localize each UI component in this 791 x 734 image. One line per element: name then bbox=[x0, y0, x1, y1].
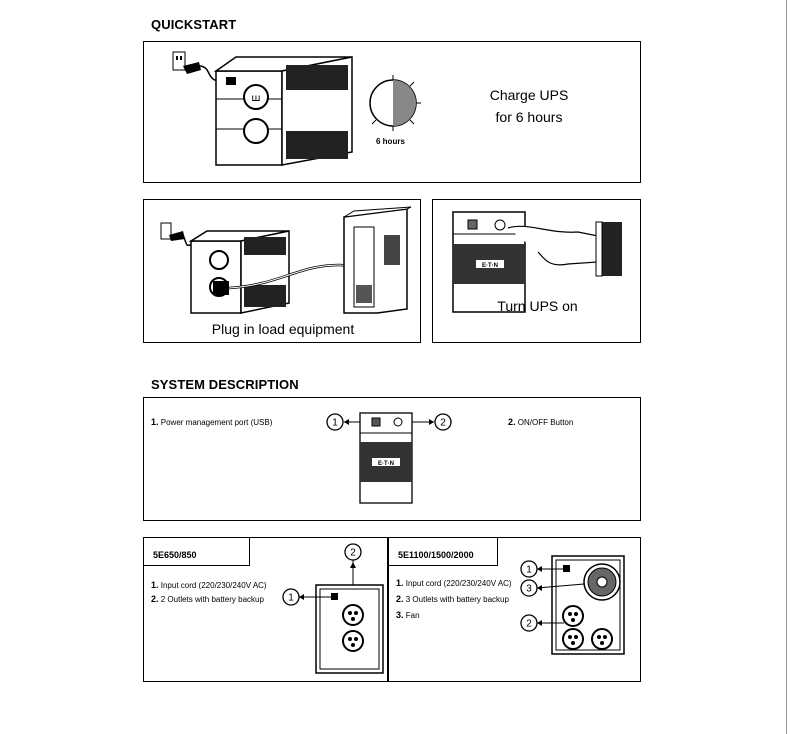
front-item-2: 2. ON/OFF Button bbox=[508, 417, 573, 428]
model-divider bbox=[387, 538, 389, 681]
large-item-2-text: 3 Outlets with battery backup bbox=[405, 595, 509, 604]
front-callout-2: 2 bbox=[440, 418, 446, 429]
model-small-tab bbox=[144, 538, 250, 566]
model-panels: 5E650/850 5E1100/1500/2000 1. Input cord… bbox=[143, 537, 641, 682]
ups-front-power-button-illustration: E·T·N bbox=[452, 211, 622, 313]
small-item-1-num: 1. bbox=[151, 580, 159, 590]
small-item-2-num: 2. bbox=[151, 594, 159, 604]
model-small-title: 5E650/850 bbox=[153, 550, 197, 560]
large-item-3: 3. Fan bbox=[396, 610, 420, 621]
front-item-2-num: 2. bbox=[508, 417, 516, 427]
charge-instruction: Charge UPS for 6 hours bbox=[464, 84, 594, 128]
front-item-2-text: ON/OFF Button bbox=[517, 418, 574, 427]
model-large-tab bbox=[387, 538, 498, 566]
quickstart-step-plug-in: Plug in load equipment bbox=[143, 199, 421, 343]
clock-label: 6 hours bbox=[376, 137, 405, 146]
large-item-2-num: 2. bbox=[396, 594, 404, 604]
plug-in-caption: Plug in load equipment bbox=[211, 321, 355, 337]
quickstart-step-charge: ꟺ 6 hours Charge UPS for 6 hours bbox=[143, 41, 641, 183]
plug-in-equipment-illustration bbox=[160, 206, 412, 314]
small-item-1-text: Input cord (220/230/240V AC) bbox=[160, 581, 267, 590]
small-item-2: 2. 2 Outlets with battery backup bbox=[151, 594, 264, 605]
large-item-1-text: Input cord (220/230/240V AC) bbox=[405, 579, 512, 588]
front-callout-1: 1 bbox=[332, 418, 338, 429]
page-right-border bbox=[786, 0, 787, 734]
front-item-1-num: 1. bbox=[151, 417, 159, 427]
small-callout-2: 2 bbox=[350, 548, 356, 559]
turn-on-caption: Turn UPS on bbox=[497, 298, 578, 314]
svg-text:ꟺ: ꟺ bbox=[251, 93, 260, 104]
front-item-1-text: Power management port (USB) bbox=[160, 418, 273, 427]
large-item-3-text: Fan bbox=[405, 611, 420, 620]
ups-front-view-illustration: E·T·N 1 2 bbox=[326, 412, 452, 504]
large-item-2: 2. 3 Outlets with battery backup bbox=[396, 594, 509, 605]
charge-line-1: Charge UPS bbox=[489, 87, 569, 103]
charge-line-2: for 6 hours bbox=[495, 109, 563, 125]
system-description-heading: SYSTEM DESCRIPTION bbox=[151, 377, 299, 392]
small-item-2-text: 2 Outlets with battery backup bbox=[160, 595, 264, 604]
ups-unit-illustration: ꟺ bbox=[213, 56, 353, 166]
large-item-1-num: 1. bbox=[396, 578, 404, 588]
six-hour-clock-icon bbox=[369, 75, 421, 131]
system-front-panel: 1. Power management port (USB) 2. ON/OFF… bbox=[143, 397, 641, 521]
large-item-1: 1. Input cord (220/230/240V AC) bbox=[396, 578, 512, 589]
large-callout-2: 2 bbox=[526, 619, 532, 630]
quickstart-step-turn-on: E·T·N Turn UPS on bbox=[432, 199, 641, 343]
large-model-rear-illustration: 1 3 2 bbox=[520, 555, 625, 655]
ups-brand-mark: E·T·N bbox=[482, 263, 498, 269]
large-callout-3: 3 bbox=[526, 584, 532, 595]
front-brand-mark: E·T·N bbox=[378, 461, 394, 467]
small-callout-1: 1 bbox=[288, 593, 294, 604]
model-large-title: 5E1100/1500/2000 bbox=[398, 550, 474, 560]
small-model-rear-illustration: 1 2 bbox=[282, 543, 384, 674]
quickstart-heading: QUICKSTART bbox=[151, 17, 237, 32]
large-callout-1: 1 bbox=[526, 565, 532, 576]
large-item-3-num: 3. bbox=[396, 610, 404, 620]
small-item-1: 1. Input cord (220/230/240V AC) bbox=[151, 580, 267, 591]
front-item-1: 1. Power management port (USB) bbox=[151, 417, 272, 428]
